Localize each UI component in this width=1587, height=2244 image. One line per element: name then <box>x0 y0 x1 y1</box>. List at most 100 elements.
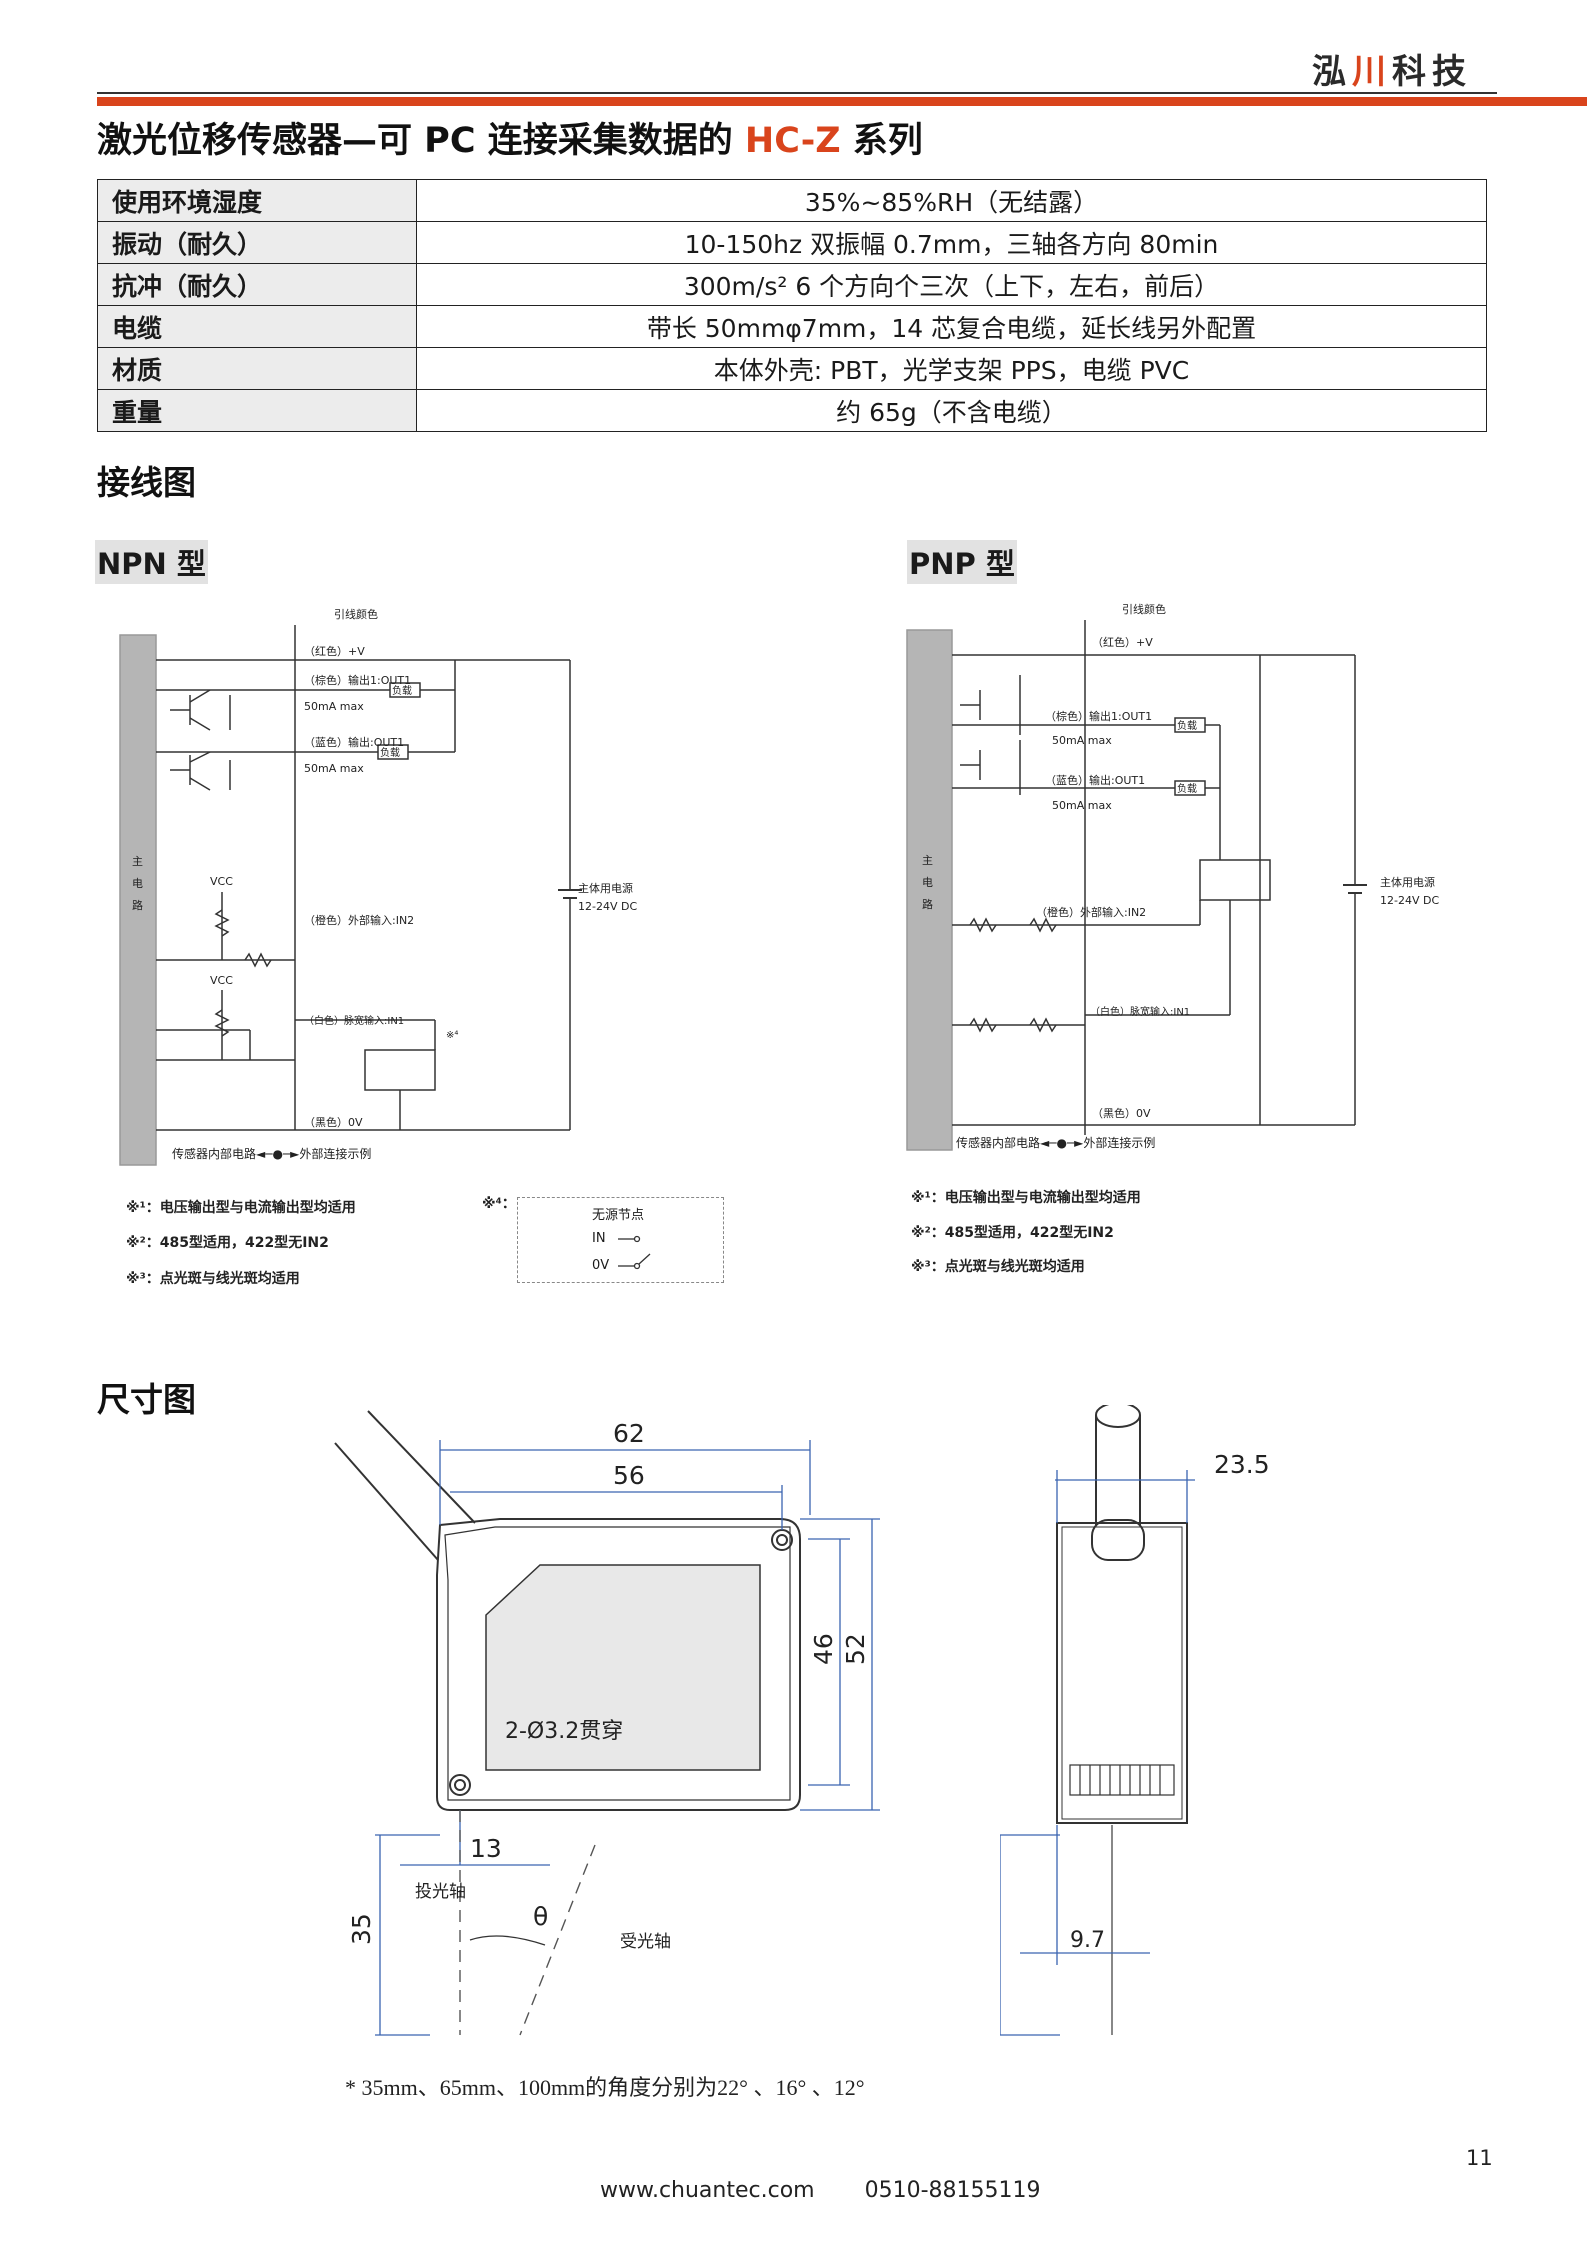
npn-red-wire: （红色）+V <box>304 644 365 658</box>
emit-axis-label: 投光轴 <box>415 1882 466 1902</box>
title-highlight: HC-Z <box>744 121 841 161</box>
dim-62: 62 <box>613 1419 645 1448</box>
npn-bottom-label: 传感器内部电路◄─●─►外部连接示例 <box>172 1146 371 1161</box>
npn-main-3: 路 <box>132 899 143 912</box>
footer-contact: www.chuantec.com 0510-88155119 <box>600 2178 1041 2203</box>
npn-note-1: ※¹：电压输出型与电流输出型均适用 <box>126 1200 356 1216</box>
npn-orange-wire: （橙色）外部输入:IN2 <box>304 913 414 927</box>
brand-logo: 泓川科技 <box>1312 44 1472 93</box>
npn-note-4-mark: ※⁴： <box>482 1196 516 1212</box>
pnp-label: PNP 型 <box>907 540 1017 584</box>
npn-vcc-2: VCC <box>210 974 233 987</box>
spec-value: 10-150hz 双振幅 0.7mm，三轴各方向 80min <box>416 221 1487 264</box>
pnp-wiring-diagram: 引线颜色 （红色）+V （棕色）输出1:OUT1 负载 50mA max （蓝色… <box>906 602 1439 1151</box>
wiring-section-title: 接线图 <box>97 463 196 502</box>
pnp-psu: 主体用电源 <box>1380 875 1435 889</box>
pnp-lead-color: 引线颜色 <box>1122 602 1166 616</box>
pnp-main-2: 电 <box>922 876 933 889</box>
dim-46: 46 <box>809 1633 838 1665</box>
npn-main-1: 主 <box>132 855 143 868</box>
npn-psu-v: 12-24V DC <box>578 900 637 913</box>
npn-brown-wire: （棕色）输出1:OUT1 <box>304 673 411 687</box>
side-dim-9-7: 9.7 <box>1070 1928 1105 1953</box>
logo-text-3: 科技 <box>1392 52 1472 92</box>
pnp-red-wire: （红色）+V <box>1092 635 1153 649</box>
spec-value: 本体外壳: PBT，光学支架 PPS，电缆 PVC <box>416 347 1487 390</box>
footer-phone: 0510-88155119 <box>864 2178 1041 2203</box>
dimension-footnote: * 35mm、65mm、100mm的角度分别为22° 、16° 、12° <box>345 2075 865 2100</box>
pnp-main-1: 主 <box>922 854 933 867</box>
spec-label: 重量 <box>97 389 417 432</box>
npn-mark4: ※⁴ <box>446 1030 458 1041</box>
pnp-note-3: ※³：点光斑与线光斑均适用 <box>911 1259 1085 1275</box>
npn-black-wire: （黑色）0V <box>304 1115 363 1129</box>
footer-website[interactable]: www.chuantec.com <box>600 2178 815 2203</box>
spec-value: 带长 50mmφ7mm，14 芯复合电缆，延长线另外配置 <box>416 305 1487 348</box>
npn-vcc-1: VCC <box>210 875 233 888</box>
passive-contact-box: 无源节点 IN 0V <box>517 1197 724 1283</box>
pnp-note-2: ※²：485型适用，422型无IN2 <box>911 1225 1114 1241</box>
logo-text-1: 泓 <box>1312 52 1352 92</box>
table-row: 电缆带长 50mmφ7mm，14 芯复合电缆，延长线另外配置 <box>97 305 1487 348</box>
npn-note-3: ※³：点光斑与线光斑均适用 <box>126 1271 300 1287</box>
hole-note: 2-Ø3.2贯穿 <box>505 1719 623 1744</box>
logo-text-2: 川 <box>1352 52 1392 92</box>
pnp-white-wire: （白色）脉宽输入:IN1 <box>1090 1005 1190 1018</box>
table-row: 振动（耐久）10-150hz 双振幅 0.7mm，三轴各方向 80min <box>97 221 1487 264</box>
npn-psu: 主体用电源 <box>578 881 633 895</box>
header-accent-bar <box>97 97 1587 106</box>
npn-blue-wire: （蓝色）输出:OUT1 <box>304 735 404 749</box>
pnp-max-2: 50mA max <box>1052 799 1112 812</box>
contact-switch-icon <box>618 1235 651 1270</box>
table-row: 材质本体外壳: PBT，光学支架 PPS，电缆 PVC <box>97 347 1487 390</box>
table-row: 抗冲（耐久）300m/s² 6 个方向个三次（上下，左右，前后） <box>97 263 1487 306</box>
npn-max-2: 50mA max <box>304 762 364 775</box>
header-rule <box>97 92 1497 94</box>
dim-52: 52 <box>841 1633 870 1665</box>
spec-label: 材质 <box>97 347 417 390</box>
npn-wiring-diagram: 引线颜色 （红色）+V （棕色）输出1:OUT1 负载 50mA max （蓝色… <box>119 607 637 1166</box>
table-row: 重量约 65g（不含电缆） <box>97 389 1487 432</box>
pnp-load-1: 负载 <box>1177 719 1197 732</box>
spec-value: 300m/s² 6 个方向个三次（上下，左右，前后） <box>416 263 1487 306</box>
npn-label: NPN 型 <box>95 540 208 584</box>
pnp-brown-wire: （棕色）输出1:OUT1 <box>1045 709 1152 723</box>
spec-label: 振动（耐久） <box>97 221 417 264</box>
contact-in: IN <box>592 1231 606 1246</box>
pnp-black-wire: （黑色）0V <box>1092 1106 1151 1120</box>
npn-max-1: 50mA max <box>304 700 364 713</box>
theta-label: θ <box>533 1902 548 1931</box>
dimension-drawing: 62 56 46 52 2-Ø3.2贯穿 13 35 投光轴 θ 受光轴 <box>334 1405 1103 2036</box>
npn-main-2: 电 <box>132 877 143 890</box>
pnp-note-1: ※¹：电压输出型与电流输出型均适用 <box>911 1190 1141 1206</box>
dim-35: 35 <box>347 1913 376 1945</box>
npn-load-2: 负载 <box>380 746 400 759</box>
contact-title: 无源节点 <box>592 1208 645 1223</box>
side-view-drawing: 23.5 35 9.7 <box>1000 1405 1300 2065</box>
npn-white-wire: （白色）脉宽输入:IN1 <box>304 1014 404 1027</box>
spec-label: 使用环境湿度 <box>97 179 417 222</box>
dim-56: 56 <box>613 1461 645 1490</box>
dim-13: 13 <box>470 1834 502 1863</box>
spec-label: 电缆 <box>97 305 417 348</box>
pnp-load-2: 负载 <box>1177 782 1197 795</box>
dimensions-section-title: 尺寸图 <box>97 1380 196 1419</box>
pnp-psu-v: 12-24V DC <box>1380 894 1439 907</box>
pnp-main-3: 路 <box>922 898 933 911</box>
npn-load-1: 负载 <box>392 684 412 697</box>
spec-value: 35%~85%RH（无结露） <box>416 179 1487 222</box>
page-number: 11 <box>1466 2146 1493 2170</box>
npn-lead-color: 引线颜色 <box>334 607 378 621</box>
recv-axis-label: 受光轴 <box>620 1932 671 1952</box>
spec-label: 抗冲（耐久） <box>97 263 417 306</box>
contact-0v: 0V <box>592 1258 610 1273</box>
title-suffix: 系列 <box>840 121 923 161</box>
title-prefix: 激光位移传感器—可 PC 连接采集数据的 <box>97 121 745 161</box>
pnp-blue-wire: （蓝色）输出:OUT1 <box>1045 773 1145 787</box>
side-dim-23-5: 23.5 <box>1214 1450 1270 1479</box>
pnp-orange-wire: （橙色）外部输入:IN2 <box>1036 905 1146 919</box>
npn-note-2: ※²：485型适用，422型无IN2 <box>126 1235 329 1251</box>
pnp-max-1: 50mA max <box>1052 734 1112 747</box>
